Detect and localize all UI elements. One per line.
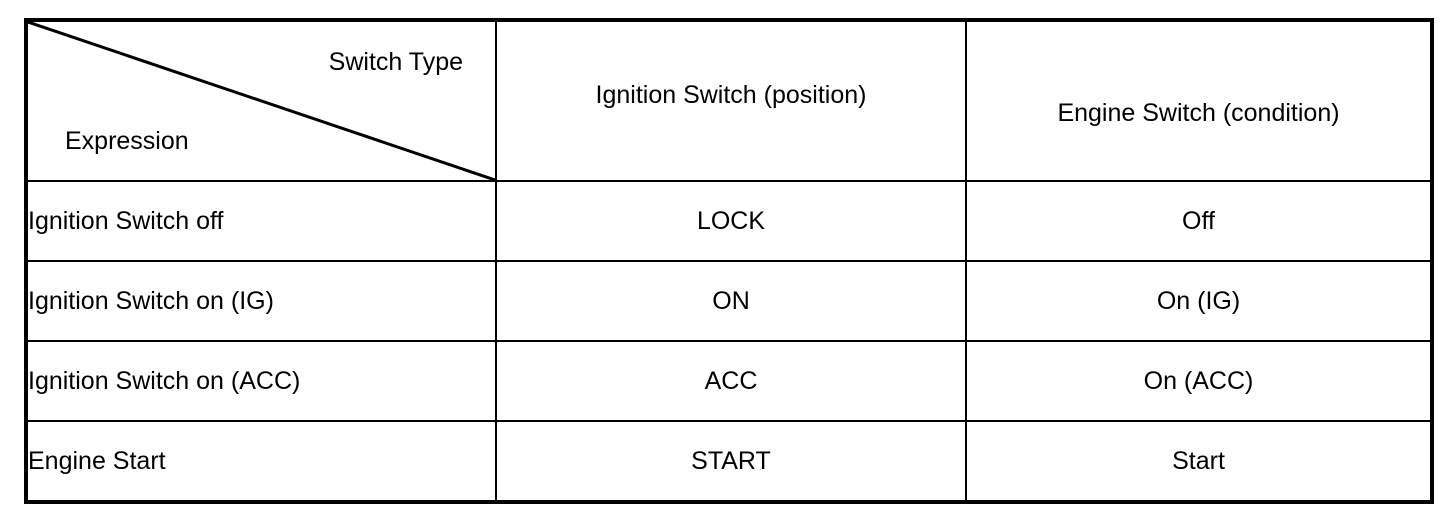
cell-ignition-switch: LOCK	[495, 180, 967, 262]
corner-label-expression: Expression	[65, 127, 189, 156]
cell-engine-switch: On (ACC)	[965, 340, 1433, 422]
cell-expression: Ignition Switch on (ACC)	[25, 340, 497, 422]
cell-engine-switch: Off	[965, 180, 1433, 262]
column-header-ignition-switch: Ignition Switch (position)	[495, 19, 967, 182]
cell-expression: Ignition Switch on (IG)	[25, 260, 497, 342]
table-row: Engine Start START Start	[25, 420, 1433, 503]
corner-label-switch-type: Switch Type	[328, 48, 463, 76]
table-header-row: Switch Type Expression Ignition Switch (…	[25, 19, 1433, 182]
column-header-ignition-switch-label: Ignition Switch (position)	[595, 80, 867, 109]
cell-ignition-switch: ACC	[495, 340, 967, 422]
table-row: Ignition Switch on (IG) ON On (IG)	[25, 260, 1433, 342]
cell-engine-switch: Start	[965, 420, 1433, 503]
cell-expression: Ignition Switch off	[25, 180, 497, 262]
diagonal-divider-line	[28, 22, 495, 180]
column-header-engine-switch-label: Engine Switch (condition)	[1057, 98, 1340, 127]
table-row: Ignition Switch off LOCK Off	[25, 180, 1433, 262]
table-row: Ignition Switch on (ACC) ACC On (ACC)	[25, 340, 1433, 422]
switch-type-expression-table: Switch Type Expression Ignition Switch (…	[24, 18, 1434, 504]
corner-header-cell: Switch Type Expression	[25, 19, 497, 182]
column-header-engine-switch: Engine Switch (condition)	[965, 19, 1433, 182]
cell-engine-switch: On (IG)	[965, 260, 1433, 342]
cell-expression: Engine Start	[25, 420, 497, 503]
cell-ignition-switch: START	[495, 420, 967, 503]
cell-ignition-switch: ON	[495, 260, 967, 342]
